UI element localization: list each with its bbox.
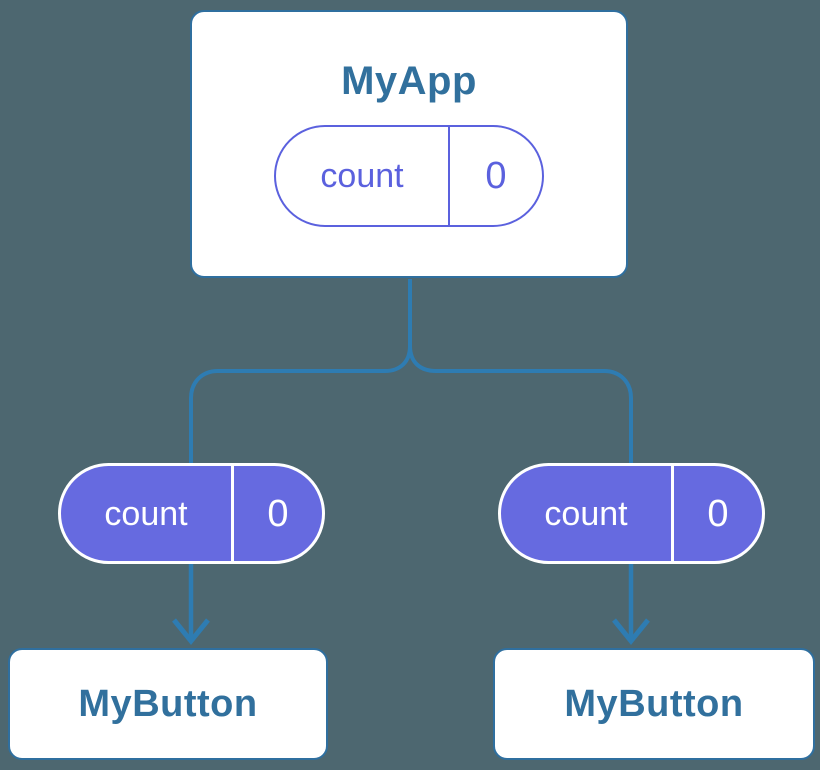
myapp-node-label: MyApp bbox=[341, 59, 477, 103]
prop-pill-right-value: 0 bbox=[671, 466, 762, 561]
state-pill-value: 0 bbox=[448, 127, 542, 225]
prop-pill-left-name: count bbox=[104, 494, 188, 533]
state-pill-name: count bbox=[320, 157, 404, 195]
state-pill: count 0 bbox=[274, 125, 544, 227]
mybutton-right-label: MyButton bbox=[564, 683, 744, 725]
myapp-node: MyApp count 0 bbox=[190, 10, 628, 278]
mybutton-node-left: MyButton bbox=[8, 648, 328, 760]
prop-pill-left: count 0 bbox=[58, 463, 325, 564]
left-branch-line bbox=[189, 345, 412, 463]
right-arrowhead-icon bbox=[612, 618, 650, 645]
right-branch-line bbox=[408, 345, 633, 463]
mybutton-left-label: MyButton bbox=[78, 683, 258, 725]
prop-pill-right: count 0 bbox=[498, 463, 765, 564]
left-arrowhead-icon bbox=[172, 618, 210, 645]
prop-pill-left-value: 0 bbox=[231, 466, 322, 561]
mybutton-node-right: MyButton bbox=[493, 648, 815, 760]
prop-pill-right-name: count bbox=[544, 494, 628, 533]
